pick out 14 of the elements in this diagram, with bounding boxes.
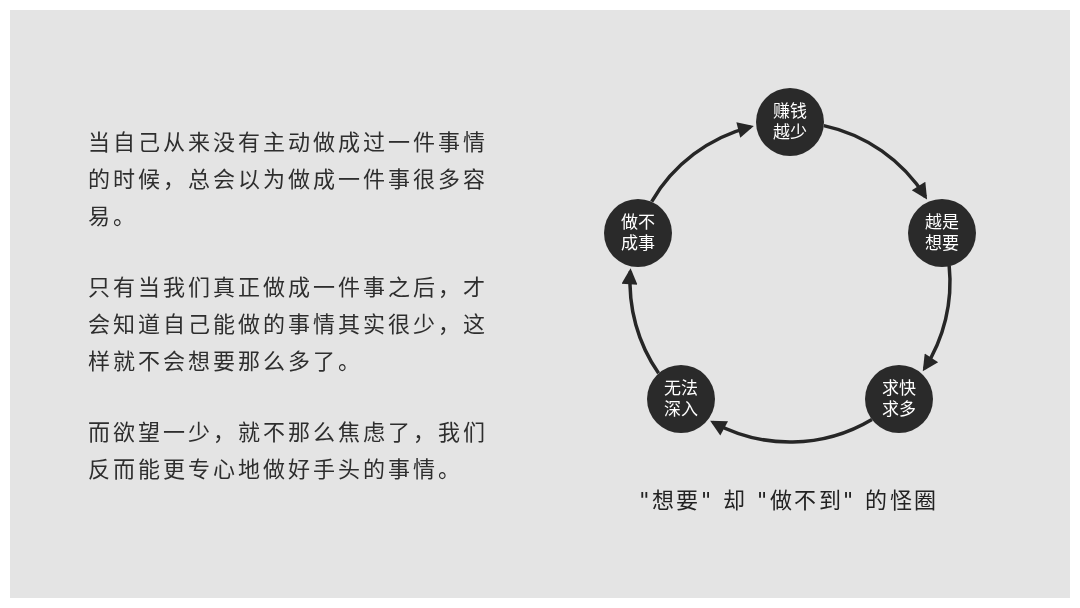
cycle-arrow	[650, 123, 754, 203]
diagram-caption: "想要" 却 "做不到" 的怪圈	[638, 487, 940, 515]
cycle-arrow	[710, 417, 873, 444]
cycle-arrow	[823, 123, 928, 200]
cycle-arrow	[622, 268, 661, 375]
body-paragraph: 而欲望一少，就不那么焦虑了，我们反而能更专心地做好手头的事情。	[88, 419, 489, 484]
step-label: 越是想要	[924, 211, 960, 254]
step-label: 做不成事	[620, 211, 656, 254]
step-label: 求快求多	[881, 378, 917, 420]
cycle-arrow	[922, 265, 952, 372]
body-paragraph: 当自己从来没有主动做成过一件事情的时候，总会以为做成一件事很多容易。	[88, 129, 489, 231]
step-label: 赚钱越少	[772, 101, 808, 143]
body-paragraph: 只有当我们真正做成一件事之后，才会知道自己能做的事情其实很少，这样就不会想要那么多了。	[88, 274, 489, 376]
step-label: 无法深入	[663, 378, 699, 420]
